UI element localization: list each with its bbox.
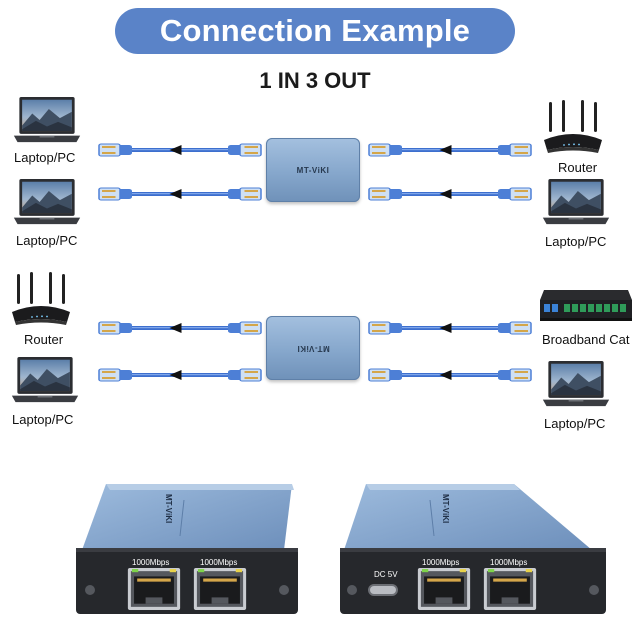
subtitle: 1 IN 3 OUT xyxy=(259,68,371,93)
label-laptop-2: Laptop/PC xyxy=(16,233,78,248)
laptop-icon xyxy=(10,356,80,404)
switch-device-icon: MT-ViKI xyxy=(266,138,360,202)
rj45-port-icon xyxy=(416,568,472,610)
label-broadband: Broadband Cat xyxy=(542,332,630,347)
ethernet-cable-icon xyxy=(96,141,264,159)
modem-icon xyxy=(538,288,634,322)
ethernet-cable-icon xyxy=(96,185,264,203)
label-laptop-5: Laptop/PC xyxy=(544,416,606,431)
device-brand: MT-ViKI xyxy=(296,165,330,175)
laptop-icon xyxy=(541,360,611,408)
laptop-icon xyxy=(541,178,611,226)
usb-c-port-icon xyxy=(368,584,398,596)
ethernet-cable-icon xyxy=(96,319,264,337)
device-brand: MT-ViKI xyxy=(164,494,173,524)
label-router-2: Router xyxy=(24,332,64,347)
switch-device-icon: MT-ViKI xyxy=(266,316,360,380)
page-title: Connection Example xyxy=(159,13,471,48)
ethernet-cable-icon xyxy=(366,319,534,337)
label-router-1: Router xyxy=(558,160,598,175)
rj45-port-icon xyxy=(126,568,182,610)
laptop-icon xyxy=(12,178,82,226)
label-laptop-3: Laptop/PC xyxy=(545,234,607,249)
port-speed-label: 1000Mbps xyxy=(132,558,170,567)
device-brand: MT-ViKI xyxy=(441,494,450,524)
laptop-icon xyxy=(12,96,82,144)
device-brand: MT-ViKI xyxy=(296,343,330,353)
port-speed-label: 1000Mbps xyxy=(200,558,238,567)
router-icon xyxy=(542,100,604,156)
product-power-view: MT-ViKI DC 5V 1000Mbps 1000Mbps xyxy=(338,478,610,618)
ethernet-cable-icon xyxy=(366,185,534,203)
ethernet-cable-icon xyxy=(366,366,534,384)
router-icon xyxy=(10,272,72,328)
port-speed-label: 1000Mbps xyxy=(422,558,460,567)
port-speed-label: 1000Mbps xyxy=(490,558,528,567)
power-label: DC 5V xyxy=(374,570,398,579)
ethernet-cable-icon xyxy=(366,141,534,159)
label-laptop-4: Laptop/PC xyxy=(12,412,74,427)
rj45-port-icon xyxy=(482,568,538,610)
rj45-port-icon xyxy=(192,568,248,610)
title-banner: Connection Example xyxy=(115,8,515,54)
label-laptop-1: Laptop/PC xyxy=(14,150,76,165)
switch-device-icon xyxy=(76,484,298,614)
ethernet-cable-icon xyxy=(96,366,264,384)
switch-device-icon xyxy=(340,484,606,614)
product-front-view: MT-ViKI 1000Mbps 1000Mbps xyxy=(70,478,302,618)
